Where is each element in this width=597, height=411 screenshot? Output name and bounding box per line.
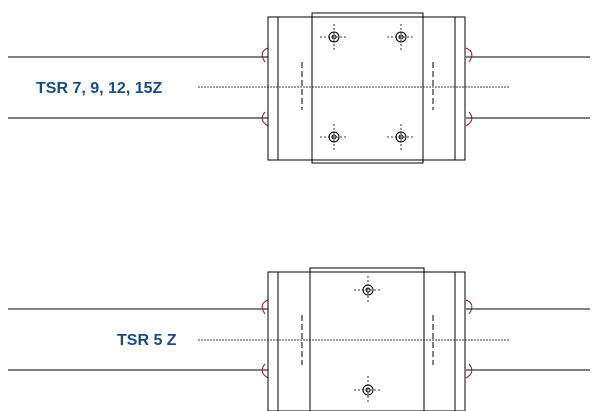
linear-guide-block-top [8,12,590,164]
end-cap-left [267,16,279,161]
mounting-hole [320,124,348,150]
block-top-plate [309,267,425,411]
block-body [277,271,456,411]
end-cap-right [454,16,466,161]
mounting-hole [387,24,415,50]
mounting-hole [354,276,382,304]
end-seal-right [465,47,473,63]
block-body [277,16,456,161]
mounting-hole [354,376,382,404]
linear-guide-block-bottom [8,267,590,411]
mounting-hole [387,124,415,150]
end-cap-left [267,271,279,411]
end-seal-left [261,47,269,63]
model-label: TSR 7, 9, 12, 15Z [36,80,163,97]
mounting-hole [320,24,348,50]
model-label: TSR 5 Z [117,332,177,349]
block-top-plate [311,12,424,164]
end-cap-right [454,271,466,411]
